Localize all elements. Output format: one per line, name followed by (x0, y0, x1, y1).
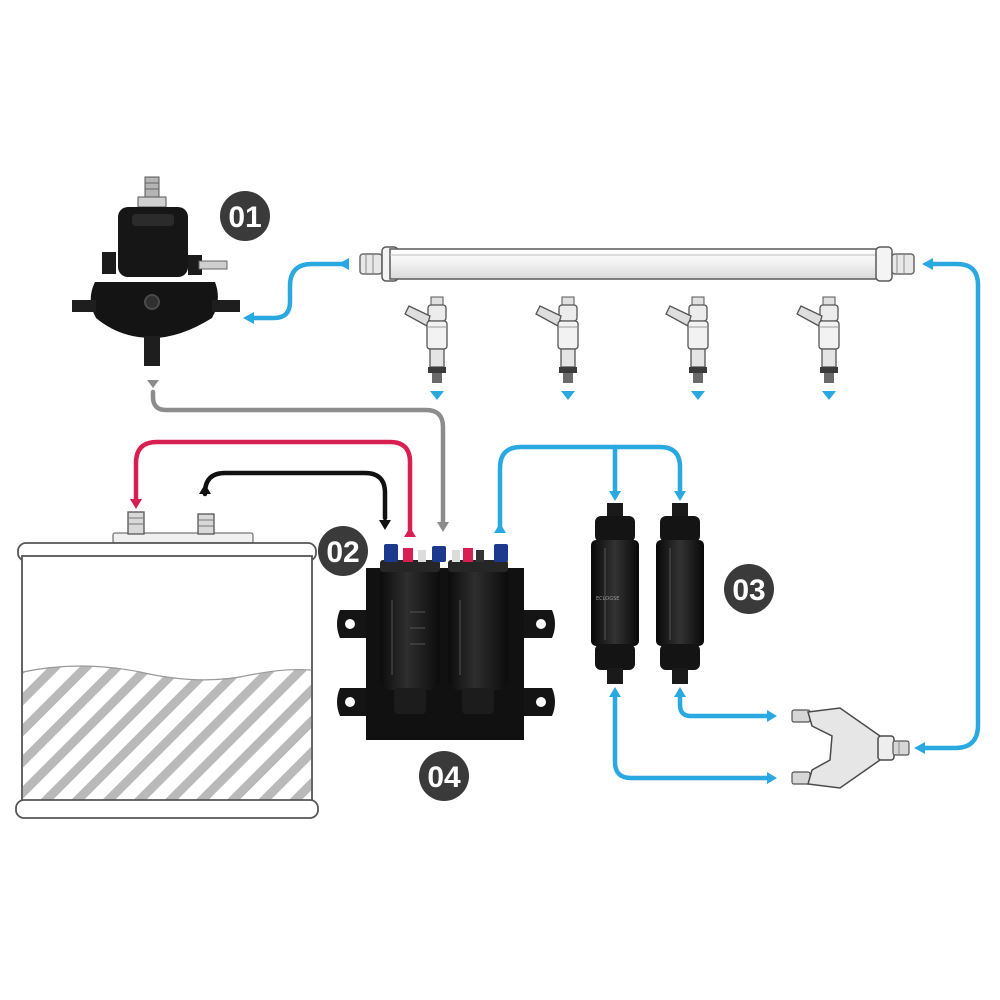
fuel-rail-icon (359, 246, 915, 282)
battery-icon (15, 511, 319, 819)
tank-fluid (23, 666, 311, 805)
fuel-pressure-regulator-icon (72, 176, 240, 366)
rail-to-regulator-line (245, 261, 346, 321)
negative-wire (202, 470, 388, 521)
pump-to-filters-line (497, 444, 683, 531)
badge-04: 04 (419, 751, 469, 801)
y-block-fitting-icon (791, 707, 910, 789)
arrow-into-rail (922, 258, 933, 270)
fuel-injector-icon (535, 296, 579, 383)
fuel-injector-icon (796, 296, 840, 383)
inline-fuel-filter-icon (656, 503, 704, 684)
badge-03: 03 (724, 564, 774, 614)
negative-wire-arrows (199, 484, 391, 530)
arrow-into-y-bottom (767, 772, 777, 784)
spray-arrow-2 (561, 391, 575, 400)
spray-arrow-3 (691, 391, 705, 400)
arrow-filter-right-out (674, 687, 686, 697)
arrow-pump-outlet (494, 523, 506, 533)
arrow-y-out (914, 742, 925, 754)
badge-01-label: 01 (228, 201, 261, 234)
dual-fuel-pump-icon (337, 544, 555, 740)
positive-wire (133, 439, 413, 533)
fuel-injector-icon (404, 296, 448, 383)
badge-02-label: 02 (326, 536, 359, 569)
fuel-injector-icon (665, 296, 709, 383)
badge-04-label: 04 (427, 761, 461, 794)
supply-arrows (243, 258, 933, 784)
spray-arrow-4 (822, 391, 836, 400)
return-line (150, 389, 446, 525)
arrow-into-regulator (243, 312, 254, 324)
arrow-into-filter-left (609, 491, 621, 501)
supply-lines (245, 261, 981, 781)
y-to-rail-line (917, 261, 981, 751)
filter-left-outlet-line (612, 689, 771, 781)
spray-arrow-1 (430, 391, 444, 400)
badge-02: 02 (318, 526, 368, 576)
arrow-rail-out (338, 258, 349, 270)
positive-wire-arrows (130, 499, 416, 537)
arrow-into-y-top (767, 710, 777, 722)
inline-fuel-filter-icon: ECLOGSE (591, 503, 639, 684)
badge-01: 01 (220, 191, 270, 241)
filter-right-outlet-line (677, 689, 771, 719)
arrow-filter-left-out (609, 687, 621, 697)
svg-text:ECLOGSE: ECLOGSE (596, 596, 619, 602)
arrow-into-filter-right (674, 491, 686, 501)
badge-03-label: 03 (732, 574, 765, 607)
return-arrows (147, 380, 449, 532)
